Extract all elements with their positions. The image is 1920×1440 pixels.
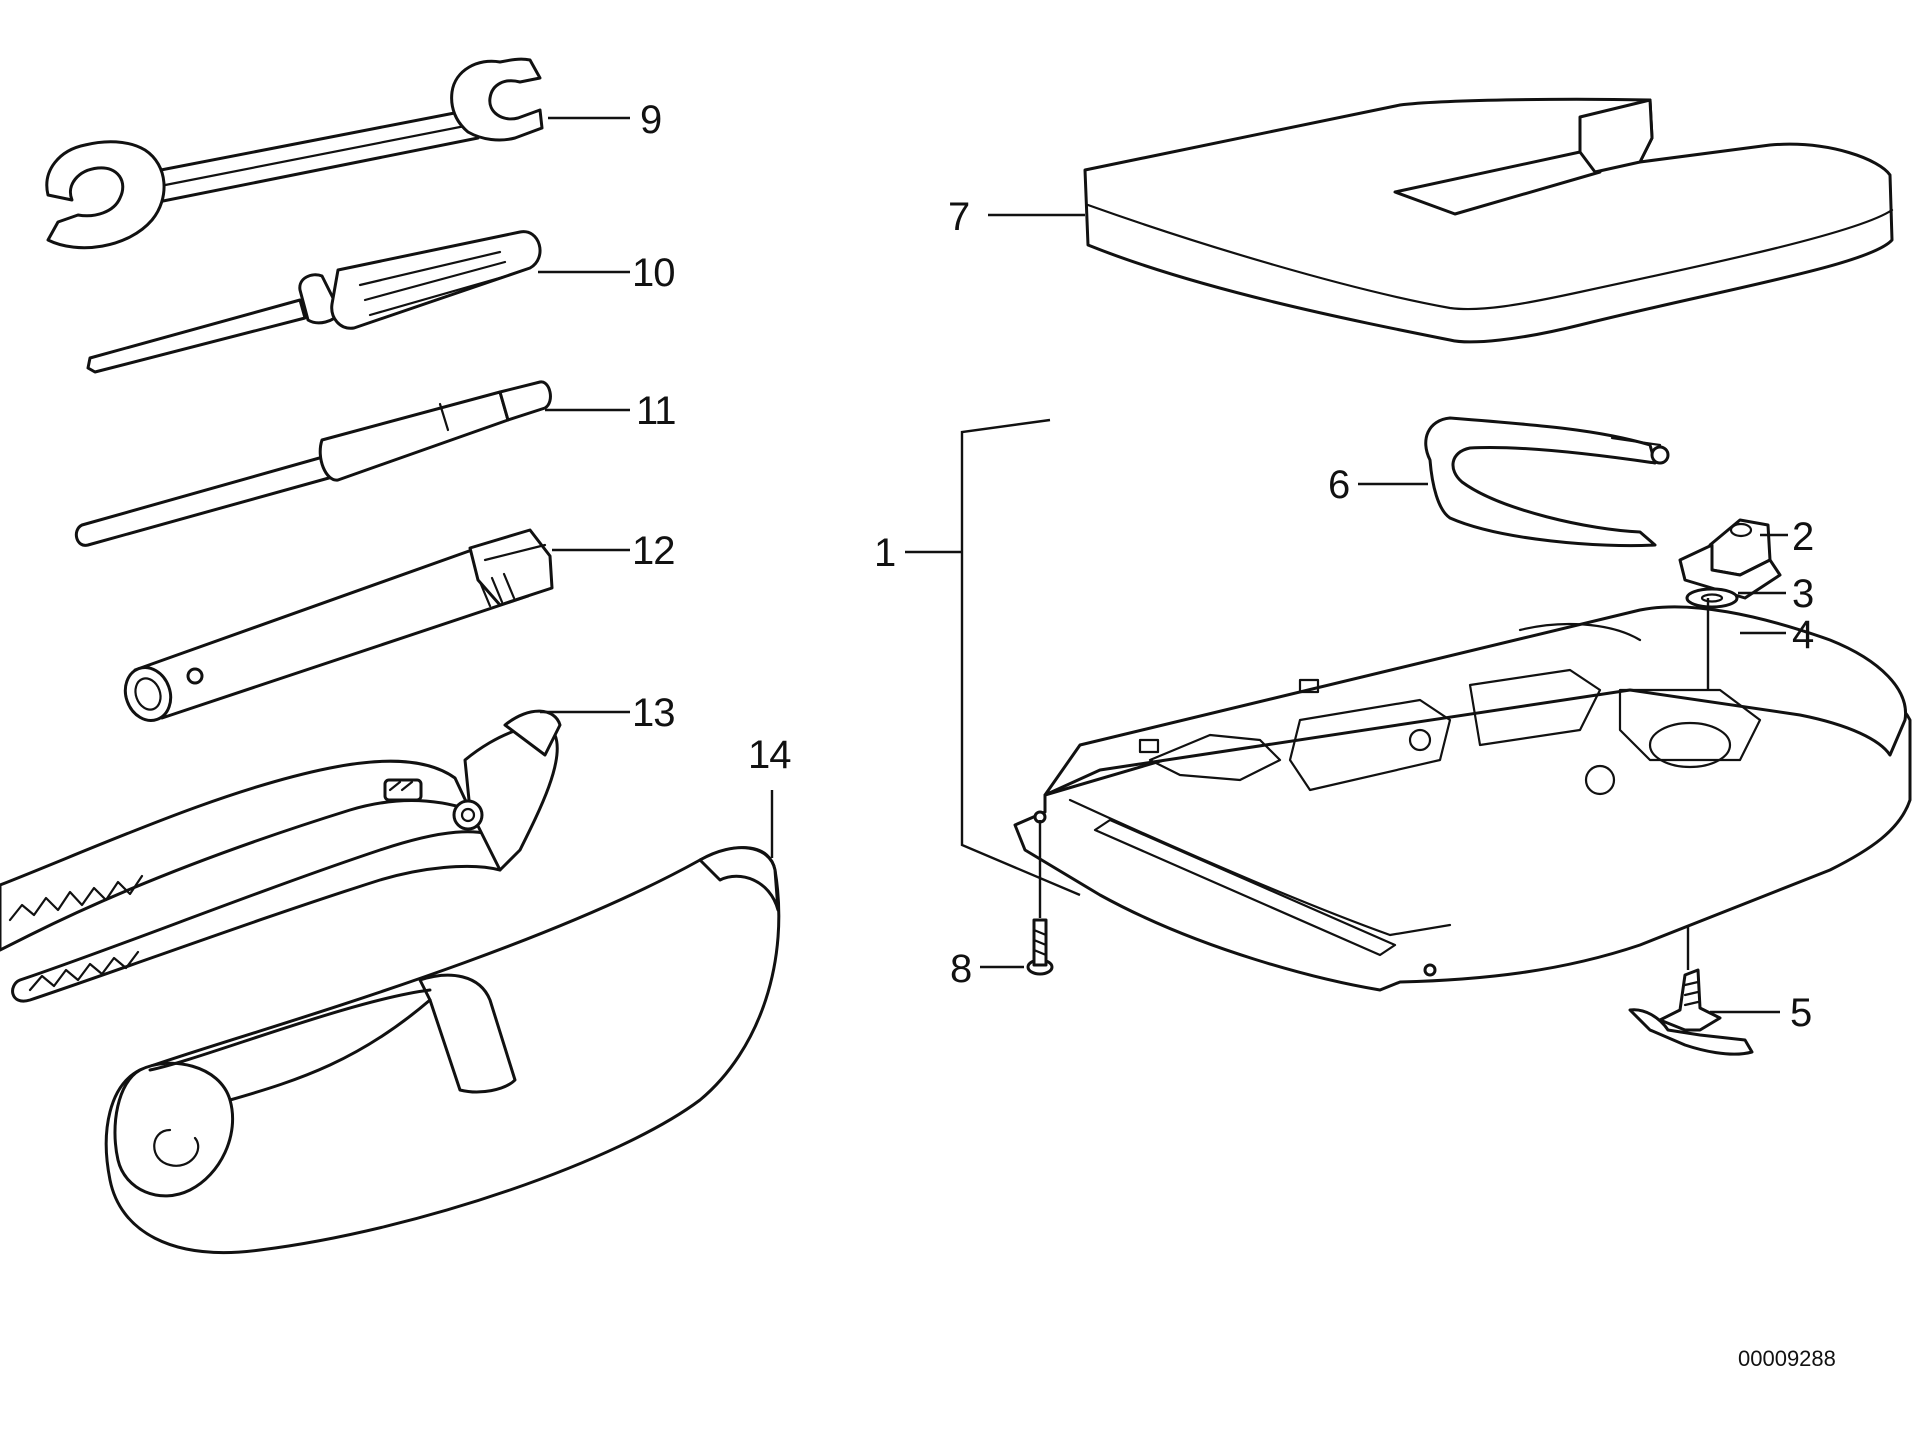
callout-10: 10 — [632, 251, 675, 295]
spark-plug-socket-part — [123, 528, 554, 722]
screwdriver-part — [86, 230, 542, 374]
cover-lid-part — [1083, 97, 1894, 344]
callout-7: 7 — [948, 195, 969, 239]
wrench-part — [45, 57, 544, 250]
callout-5: 5 — [1790, 991, 1811, 1035]
strap-part — [1424, 416, 1670, 548]
callout-3: 3 — [1792, 572, 1813, 616]
screw-part — [1026, 918, 1054, 976]
document-number: 00009288 — [1738, 1346, 1836, 1371]
callout-11: 11 — [636, 389, 676, 433]
wing-bolt-part — [1628, 968, 1754, 1056]
washer-upper-part — [1685, 587, 1739, 609]
callout-12: 12 — [632, 529, 675, 573]
callout-2: 2 — [1792, 515, 1813, 559]
callout-1: 1 — [874, 531, 895, 575]
callout-13: 13 — [632, 691, 675, 735]
callout-8: 8 — [950, 947, 971, 991]
callout-labels: 9 10 11 12 13 14 7 6 2 3 4 1 8 5 — [632, 98, 1815, 1035]
callout-14: 14 — [748, 733, 791, 777]
nut-part — [1678, 518, 1782, 600]
callout-4: 4 — [1792, 613, 1814, 657]
tool-roll-part — [104, 846, 781, 1255]
tool-tray-part — [1013, 605, 1912, 992]
leader-lines — [538, 116, 1788, 1014]
callout-9: 9 — [640, 98, 661, 142]
pin-punch-part — [74, 380, 552, 547]
callout-6: 6 — [1328, 463, 1349, 507]
bracket-1 — [960, 418, 1081, 897]
pliers-part — [0, 709, 562, 1003]
